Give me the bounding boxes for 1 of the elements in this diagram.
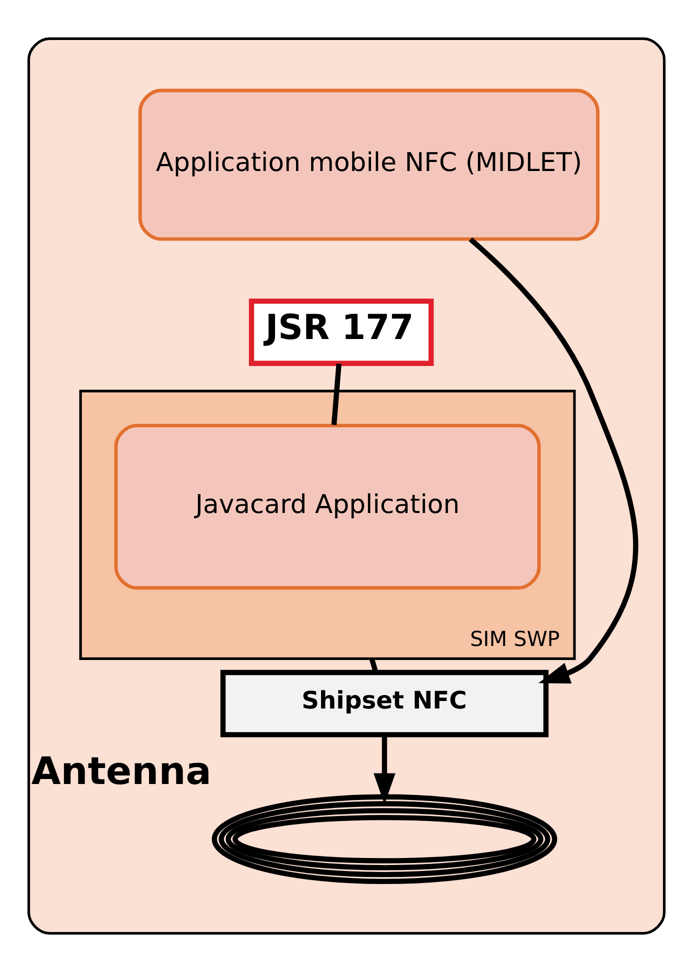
node-label: Antenna — [31, 749, 212, 794]
